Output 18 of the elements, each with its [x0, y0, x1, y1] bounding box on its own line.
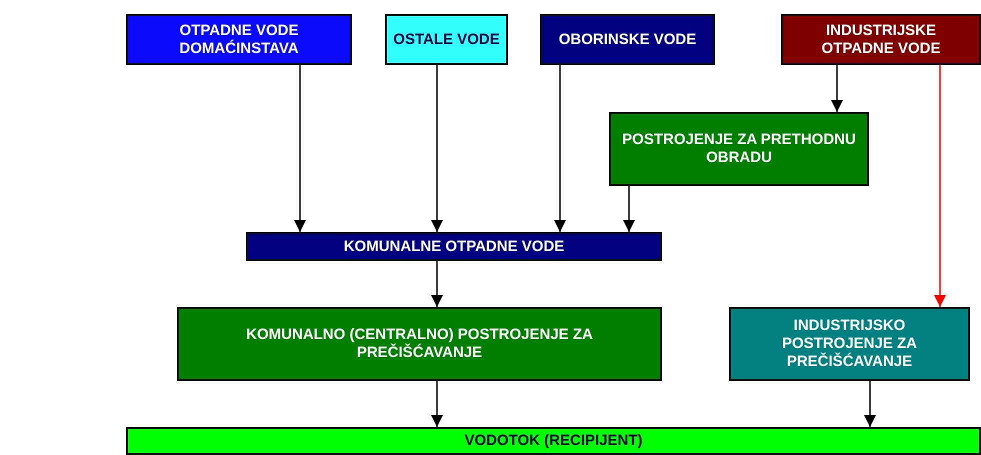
collector-box: KOMUNALNE OTPADNE VODE	[246, 232, 662, 261]
arrow	[431, 65, 443, 232]
source-box: OTPADNE VODE DOMAĆINSTAVA	[126, 14, 352, 65]
receiver-bar: VODOTOK (RECIPIJENT)	[126, 427, 981, 455]
arrow	[934, 65, 946, 307]
arrow	[294, 65, 306, 232]
process-box: KOMUNALNO (CENTRALNO) POSTROJENJE ZA PREČIŠĆAVANJE	[177, 307, 662, 381]
arrow	[554, 65, 566, 232]
source-box: INDUSTRIJSKE OTPADNE VODE	[781, 14, 981, 65]
source-box: OBORINSKE VODE	[540, 14, 715, 65]
process-box: INDUSTRIJSKO POSTROJENJE ZA PREČIŠĆAVANJE	[729, 307, 970, 381]
source-box: OSTALE VODE	[385, 14, 508, 65]
arrow	[864, 381, 876, 427]
arrow	[623, 186, 635, 232]
arrow	[431, 381, 443, 427]
arrow	[431, 261, 443, 307]
process-box: POSTROJENJE ZA PRETHODNU OBRADU	[609, 112, 869, 186]
arrow	[831, 65, 843, 112]
